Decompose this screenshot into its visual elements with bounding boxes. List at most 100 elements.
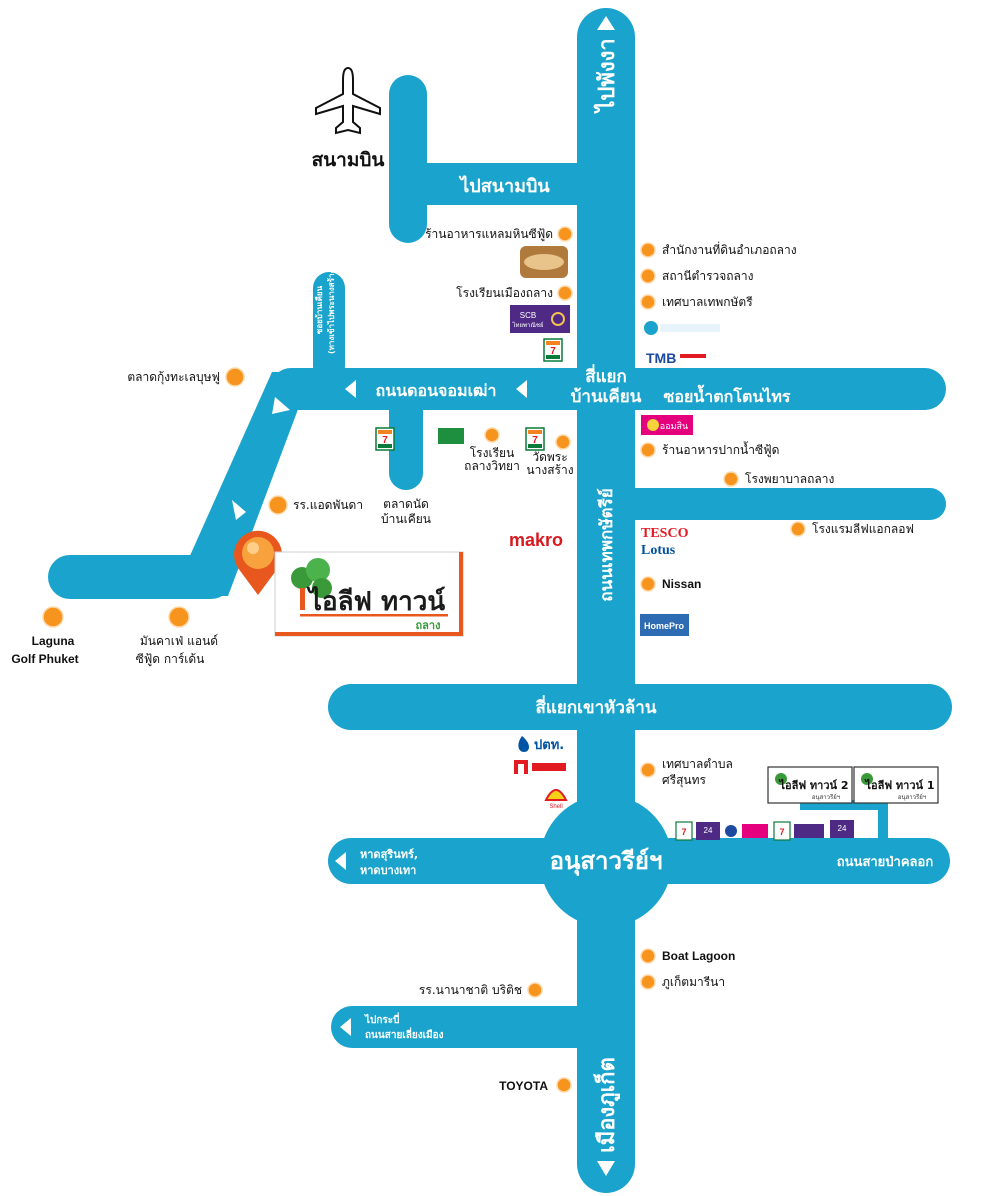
poi-dot: [557, 226, 573, 242]
road-diagonal: [172, 372, 312, 596]
project-sub: ถลาง: [416, 619, 441, 632]
project-1-sub: อนุสาวรีย์ฯ: [898, 793, 926, 801]
road-airport-vertical: [389, 75, 427, 243]
lotus-logo: Lotus: [641, 543, 676, 558]
project-2-name: ไอลีฟ ทาวน์ 2: [777, 778, 848, 792]
poi-dots: [42, 226, 806, 1093]
arrow-down-icon: [597, 1161, 615, 1176]
roundabout: [540, 795, 672, 927]
arrow-left-icon: [345, 380, 356, 398]
poi-dot: [527, 982, 543, 998]
seafood-restaurant-logo: [520, 246, 568, 278]
seven-eleven-logo: 7: [525, 427, 545, 451]
seven-eleven-logo: 7: [375, 427, 395, 451]
scb-text: SCB: [520, 311, 536, 320]
road-project-connector-h: [800, 800, 888, 810]
poi-dot: [723, 471, 739, 487]
bank-logo: [725, 825, 737, 837]
road-arrows: [232, 16, 615, 1176]
ptt-text: ปตท.: [534, 738, 564, 753]
seven-text: 7: [382, 435, 388, 446]
seven-text: 7: [681, 827, 686, 837]
project-1-name: ไอลีฟ ทาวน์ 1: [863, 778, 934, 792]
arrow-left-icon: [340, 1018, 351, 1036]
arrow-diag-icon: [232, 500, 246, 520]
shell-text: Shell: [549, 804, 562, 810]
seven-text: 7: [550, 346, 556, 357]
poi-district-office: สำนักงานที่ดินอำเภอถลาง: [662, 241, 797, 257]
krungthai-logo: [644, 321, 720, 335]
road-khao-hua-lan: [328, 684, 952, 730]
poi-market-1: ตลาดนัด: [383, 497, 429, 511]
road-label-small-2: (ทางเข้าไปพระนางสร้าง): [326, 266, 336, 354]
poi-dot: [225, 367, 245, 387]
arrow-left-icon: [335, 852, 346, 870]
poi-phuket-marina: ภูเก็ตมารีนา: [662, 974, 725, 990]
poi-dot: [555, 434, 571, 450]
airplane-icon: [315, 66, 381, 135]
twentyfour-logo: 24: [696, 822, 720, 840]
poi-temple-1: วัดพระ: [532, 450, 567, 464]
poi-cafe-1: มันคาเฟ่ แอนด์: [140, 634, 218, 648]
poi-dot: [268, 495, 288, 515]
road-label-beach-1: หาดสุรินทร์,: [360, 848, 418, 862]
poi-dot: [790, 521, 806, 537]
road-airport-horizontal: [389, 163, 609, 205]
poi-dot: [557, 285, 573, 301]
road-label-airport: ไปสนามบิน: [458, 175, 550, 197]
poi-seafood-restaurant: ร้านอาหารแหลมหินซีฟู้ด: [425, 227, 553, 242]
poi-thep-municipality: เทศบาลเทพกษัตรี: [662, 295, 753, 309]
poi-dot: [640, 242, 656, 258]
scb-mini-logo: [794, 824, 824, 838]
makro-logo: makro: [509, 530, 563, 550]
poi-dot: [42, 606, 64, 628]
road-label-krabi-1: ไปกระบี่: [364, 1012, 400, 1026]
road-label-thep-kasattri: ถนนเทพกษัตรีย์: [596, 488, 617, 601]
scb-sub-text: ไทยพาณิชย์: [512, 321, 544, 329]
tmb-logo: TMB: [646, 350, 706, 366]
fuel-station-logo: [514, 760, 566, 774]
road-label-south: เมืองภูเก็ต: [592, 1057, 621, 1153]
bank-logo-green: [438, 428, 464, 444]
tree-icon: [291, 558, 332, 610]
poi-dot: [640, 948, 656, 964]
shell-logo: Shell: [544, 789, 568, 810]
road-network: [48, 8, 952, 1193]
poi-thalang-hospital: โรงพยาบาลถลาง: [745, 472, 834, 486]
poi-muang-thalang-school: โรงเรียนเมืองถลาง: [456, 286, 553, 300]
scb-logo: SCB ไทยพาณิชย์: [510, 305, 570, 333]
poi-laguna-1: Laguna: [32, 634, 75, 648]
aomsin-mini-logo: [742, 824, 768, 838]
poi-school-wittaya-1: โรงเรียน: [470, 446, 515, 460]
poi-pak-nam-restaurant: ร้านอาหารปากน้ำซีฟู้ด: [662, 441, 779, 458]
aomsin-logo: ออมสิน: [641, 415, 693, 435]
brand-strip: 7 24 7 24: [675, 820, 854, 841]
road-small-north: [313, 272, 345, 382]
road-don-jom-thao: [270, 368, 946, 410]
poi-toyota: TOYOTA: [499, 1079, 548, 1093]
seven-eleven-logo: 7: [543, 338, 563, 362]
poi-dot: [640, 268, 656, 284]
poi-school-wittaya-2: ถลางวิทยา: [464, 459, 520, 473]
road-label-namtok: ซอยน้ำตกโตนไทร: [664, 384, 791, 406]
arrow-up-icon: [597, 16, 615, 30]
seven-eleven-logo: 7: [773, 821, 791, 841]
road-right-middle: [608, 488, 946, 520]
poi-dot: [640, 294, 656, 310]
poi-police-station: สถานีตำรวจถลาง: [662, 269, 754, 283]
seven-eleven-logo: 7: [675, 821, 693, 841]
poi-temple-2: นางสร้าง: [526, 463, 573, 477]
project-2-sub: อนุสาวรีย์ฯ: [812, 793, 840, 801]
poi-sri-sunthon-2: ศรีสุนทร: [662, 773, 707, 788]
road-label-intersection-2: บ้านเคียน: [571, 386, 642, 407]
poi-thalang-market: ตลาดกุ้งทะเลบุษฟู: [127, 370, 220, 385]
road-west-horizontal: [48, 555, 233, 599]
road-label-sai-paklok: ถนนสายป่าคลอก: [837, 855, 934, 870]
project-2-box: ไอลีฟ ทาวน์ 2 อนุสาวรีย์ฯ: [767, 766, 853, 804]
poi-school-kindergarten: รร.แอดพันดา: [293, 498, 363, 512]
tmb-text: TMB: [646, 350, 676, 366]
poi-dot: [168, 606, 190, 628]
arrow-left-icon: [516, 380, 527, 398]
road-krabi: [331, 1006, 621, 1048]
